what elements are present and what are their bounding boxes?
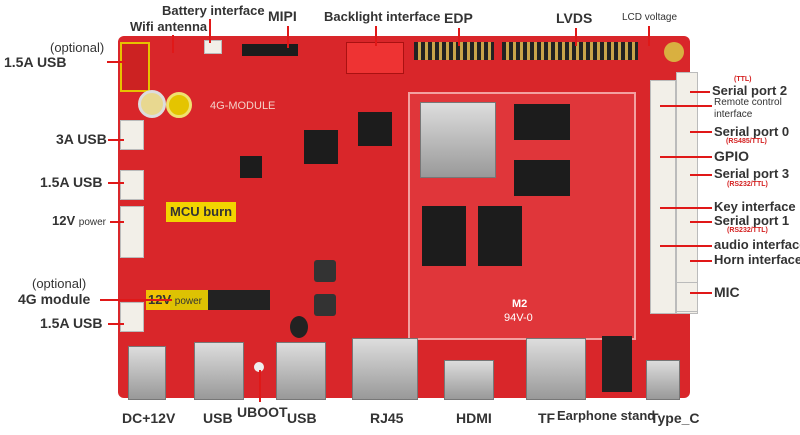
12v-text: 12V: [52, 213, 76, 228]
backlight-interface-label: Backlight interface: [324, 9, 441, 24]
flash-chip: [422, 206, 466, 266]
tf-slot: [526, 338, 586, 400]
serial3-sub-label: (RS232/TTL): [727, 181, 768, 188]
flash-chip: [478, 206, 522, 266]
serial1-sub-label: (RS232/TTL): [727, 227, 768, 234]
4g-module-label: 4G module: [18, 291, 91, 307]
right-connectors-inner: [650, 80, 676, 314]
optional-label: (optional): [50, 40, 105, 55]
rating-silkscreen: 94V-0: [504, 312, 533, 324]
type-c-port: [646, 360, 680, 400]
gpio-label: GPIO: [714, 148, 750, 164]
usb-15a-top-label: 1.5A USB: [4, 54, 67, 70]
mipi-label: MIPI: [268, 8, 297, 24]
ic-chip: [240, 156, 262, 178]
12v-highlight: [146, 290, 208, 310]
mic-label: MIC: [714, 284, 740, 300]
cpu-chip: [420, 102, 496, 178]
rj45-port: [352, 338, 418, 400]
mcu-burn-label: MCU burn: [170, 204, 233, 219]
ram-chip: [514, 160, 570, 196]
ic-chip: [304, 130, 338, 164]
pcb-board: 4G-MODULE M2 94V-0: [118, 36, 698, 400]
remote-control-label: Remote control interface: [714, 97, 782, 120]
mounting-hole: [664, 42, 684, 62]
mic-connector: [676, 282, 698, 312]
usb-15a-connector: [120, 170, 144, 200]
tf-label: TF: [538, 410, 556, 426]
rj45-label: RJ45: [370, 410, 404, 426]
dc-jack: [128, 346, 166, 400]
hdmi-label: HDMI: [456, 410, 492, 426]
wifi-antenna-label: Wifi antenna: [130, 19, 208, 34]
m2-silkscreen: M2: [512, 298, 528, 310]
uboot-button[interactable]: [254, 362, 264, 372]
som-module: [408, 92, 636, 340]
uboot-label: UBOOT: [237, 404, 288, 420]
usb-port-1: [194, 342, 244, 400]
usb-port-2: [276, 342, 326, 400]
earphone-jack: [602, 336, 632, 392]
usb-3a-connector: [120, 120, 144, 150]
dc12v-label: DC+12V: [122, 410, 176, 426]
ic-chip: [358, 112, 392, 146]
battery-interface-label: Battery interface: [162, 3, 265, 18]
mipi-connector: [242, 44, 298, 56]
usb-15a-bottom-connector: [120, 302, 144, 332]
usb-connector-top: [120, 42, 150, 92]
audio-interface-label: audio interface: [714, 237, 800, 252]
module-silkscreen: 4G-MODULE: [210, 100, 276, 112]
lvds-header: [502, 42, 638, 60]
mounting-hole: [166, 92, 192, 118]
hdmi-port: [444, 360, 494, 400]
edp-label: EDP: [444, 10, 473, 26]
inductor: [314, 260, 336, 282]
type-c-label: Type_C: [650, 410, 700, 426]
serial2-sub-label: (TTL): [734, 76, 752, 83]
battery-connector: [204, 40, 222, 54]
12v-connector: [120, 206, 144, 258]
power-text: power: [78, 217, 107, 228]
usb-label-2: USB: [287, 410, 317, 426]
backlight-connector: [346, 42, 404, 74]
lvds-label: LVDS: [556, 10, 593, 26]
key-interface-label: Key interface: [714, 199, 796, 214]
lcd-voltage-label: LCD voltage: [622, 12, 678, 23]
serial-port-0-label: Serial port 0: [714, 124, 790, 139]
serial-port-1-label: Serial port 1: [714, 213, 790, 228]
horn-interface-label: Horn interface: [714, 252, 800, 267]
usb-3a-label: 3A USB: [56, 131, 107, 147]
ram-chip: [514, 104, 570, 140]
capacitor: [290, 316, 308, 338]
serial-port-2-label: Serial port 2: [712, 83, 788, 98]
right-connectors-outer: [676, 72, 698, 314]
usb-15a-mid-label: 1.5A USB: [40, 174, 103, 190]
mcu-burn-highlight: [166, 202, 236, 222]
usb-label-1: USB: [203, 410, 233, 426]
mounting-hole: [138, 90, 166, 118]
12v-power-label: 12V power: [52, 213, 106, 228]
earphone-stand-label: Earphone stand: [557, 408, 656, 423]
power-text: power: [174, 296, 203, 307]
inductor: [314, 294, 336, 316]
optional-4g-label: (optional): [32, 276, 87, 291]
usb-15a-bottom-label: 1.5A USB: [40, 315, 103, 331]
serial0-sub-label: (RS485/TTL): [726, 138, 767, 145]
serial-port-3-label: Serial port 3: [714, 166, 790, 181]
edp-header: [414, 42, 494, 60]
